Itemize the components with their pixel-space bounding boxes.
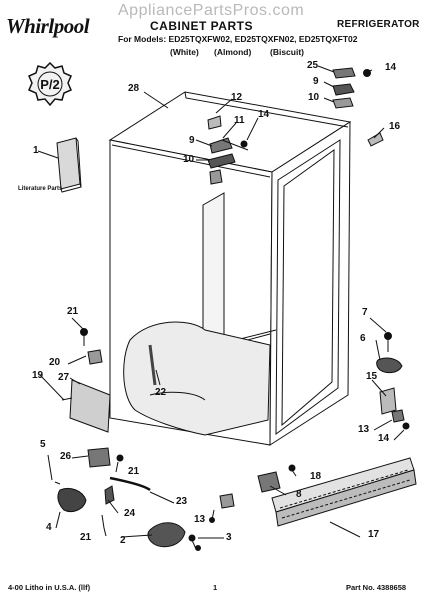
- callout-12: 12: [231, 92, 243, 103]
- interior-duct: [123, 321, 271, 436]
- callout-10-left: 10: [183, 154, 195, 165]
- section-title: CABINET PARTS: [150, 19, 253, 33]
- callout-22: 22: [155, 387, 167, 398]
- literature-parts-label: Literature Parts: [18, 186, 63, 192]
- toe-grille: [271, 457, 417, 527]
- right-lower-parts: [376, 332, 410, 430]
- callout-11: 11: [234, 115, 245, 126]
- callout-10-right: 10: [308, 92, 320, 103]
- callout-2: 2: [120, 535, 126, 546]
- callout-24: 24: [124, 508, 136, 519]
- left-bracket-parts: [54, 328, 151, 529]
- model-list: For Models: ED25TQXFW02, ED25TQXFN02, ED…: [118, 34, 358, 44]
- color-almond: (Almond): [214, 47, 252, 57]
- callout-9-right: 9: [313, 76, 319, 87]
- callout-6: 6: [360, 333, 366, 344]
- callout-14-top-right: 14: [385, 62, 397, 73]
- callout-4: 4: [46, 522, 52, 533]
- callout-14-lower-right: 14: [378, 433, 390, 444]
- callout-3: 3: [226, 532, 232, 543]
- callout-15: 15: [366, 371, 378, 382]
- parts-badge-icon: P/2: [28, 62, 72, 106]
- literature-book-icon: [56, 137, 82, 193]
- callout-19: 19: [32, 370, 44, 381]
- callout-13-bottom: 13: [194, 514, 206, 525]
- appliance-type: REFRIGERATOR: [337, 19, 420, 30]
- callout-5: 5: [40, 439, 46, 450]
- footer-page-number: 1: [213, 583, 218, 592]
- callout-8: 8: [296, 489, 302, 500]
- callout-21-upper: 21: [67, 306, 79, 317]
- color-biscuit: (Biscuit): [270, 47, 304, 57]
- callout-14-top-left: 14: [258, 109, 270, 120]
- right-hinge-parts: [332, 67, 384, 147]
- compressor-mount-parts: [147, 464, 296, 551]
- callout-21-lower: 21: [80, 532, 92, 543]
- callout-21-middle: 21: [128, 466, 140, 477]
- callout-17: 17: [368, 529, 380, 540]
- callout-25: 25: [307, 60, 319, 71]
- footer-part-number: Part No. 4388658: [346, 583, 407, 592]
- callout-16: 16: [389, 121, 401, 132]
- callout-1: 1: [33, 145, 39, 156]
- color-white: (White): [170, 47, 199, 57]
- brand-logo: Whirlpool: [6, 14, 90, 38]
- callout-23: 23: [176, 496, 188, 507]
- callout-28: 28: [128, 83, 140, 94]
- badge-text: P/2: [40, 77, 60, 92]
- callout-18: 18: [310, 471, 322, 482]
- callout-7: 7: [362, 307, 368, 318]
- callout-13-right: 13: [358, 424, 370, 435]
- callout-26: 26: [60, 451, 72, 462]
- footer-litho: 4-00 Litho in U.S.A. (llf): [8, 583, 91, 592]
- callout-9-left: 9: [189, 135, 195, 146]
- callout-27: 27: [58, 372, 70, 383]
- watermark-text: AppliancePartsPros.com: [118, 2, 305, 19]
- upper-hinge-parts: [207, 115, 249, 185]
- callout-20: 20: [49, 357, 61, 368]
- leader-lines: [37, 65, 405, 550]
